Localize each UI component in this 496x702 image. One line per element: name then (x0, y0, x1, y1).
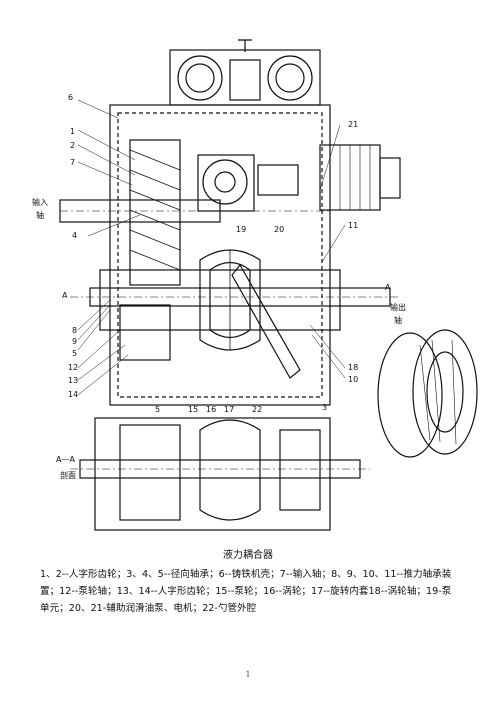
input-shaft (59, 199, 330, 223)
coupling-cutaway-inset (377, 329, 478, 458)
section-mark-left: A (62, 291, 68, 300)
figure-caption: 液力耦合器 (223, 550, 273, 561)
callout-3: 3 (322, 403, 327, 412)
callout-9: 9 (72, 337, 77, 346)
input-shaft-label-bottom: 轴 (36, 210, 44, 220)
callout-1: 1 (70, 127, 75, 136)
coupling-wheels (199, 249, 261, 351)
callout-15: 15 (188, 405, 198, 414)
callout-7: 7 (70, 158, 75, 167)
top-gear-housing (169, 39, 321, 106)
callout-10: 10 (348, 375, 358, 384)
output-shaft (70, 287, 400, 307)
herringbone-gear-lower (119, 304, 171, 361)
callout-19: 19 (236, 225, 246, 234)
callout-12: 12 (68, 363, 78, 372)
pump-unit (197, 154, 255, 212)
section-view-label-top: A—A (56, 455, 75, 464)
output-shaft-label-bottom: 轴 (394, 315, 402, 325)
section-view (70, 417, 370, 531)
callout-11: 11 (348, 221, 358, 230)
callout-18: 18 (348, 363, 358, 372)
page-number: 1 (245, 670, 251, 679)
callout-22: 22 (252, 405, 262, 414)
output-shaft-label-top: 输出 (390, 302, 406, 312)
callout-4: 4 (72, 231, 77, 240)
input-shaft-label-top: 输入 (32, 197, 48, 207)
callout-8: 8 (72, 326, 77, 335)
callout-20: 20 (274, 225, 284, 234)
callout-5-left: 5 (72, 349, 77, 358)
section-mark-right: A (385, 283, 391, 292)
callout-6: 6 (68, 93, 73, 102)
callout-2: 2 (70, 141, 75, 150)
parts-legend: 1、2--人字形齿轮；3、4、5--径向轴承；6--铸铁机壳；7--输入轴；8、… (40, 569, 452, 614)
fluid-coupling-drawing: 6 1 2 7 4 21 11 19 20 8 9 5 12 13 14 18 … (32, 39, 478, 531)
auxiliary-oil-pump (257, 164, 299, 196)
callout-21: 21 (348, 120, 358, 129)
callout-5-bottom: 5 (155, 405, 160, 414)
section-view-label-bottom: 剖面 (60, 470, 76, 480)
auxiliary-motor (319, 144, 401, 211)
callout-13: 13 (68, 376, 78, 385)
callout-14: 14 (68, 390, 78, 399)
callout-16: 16 (206, 405, 216, 414)
herringbone-gear-upper (129, 139, 181, 286)
callout-17: 17 (224, 405, 234, 414)
main-casing (99, 104, 341, 406)
scoop-tube (231, 263, 301, 379)
